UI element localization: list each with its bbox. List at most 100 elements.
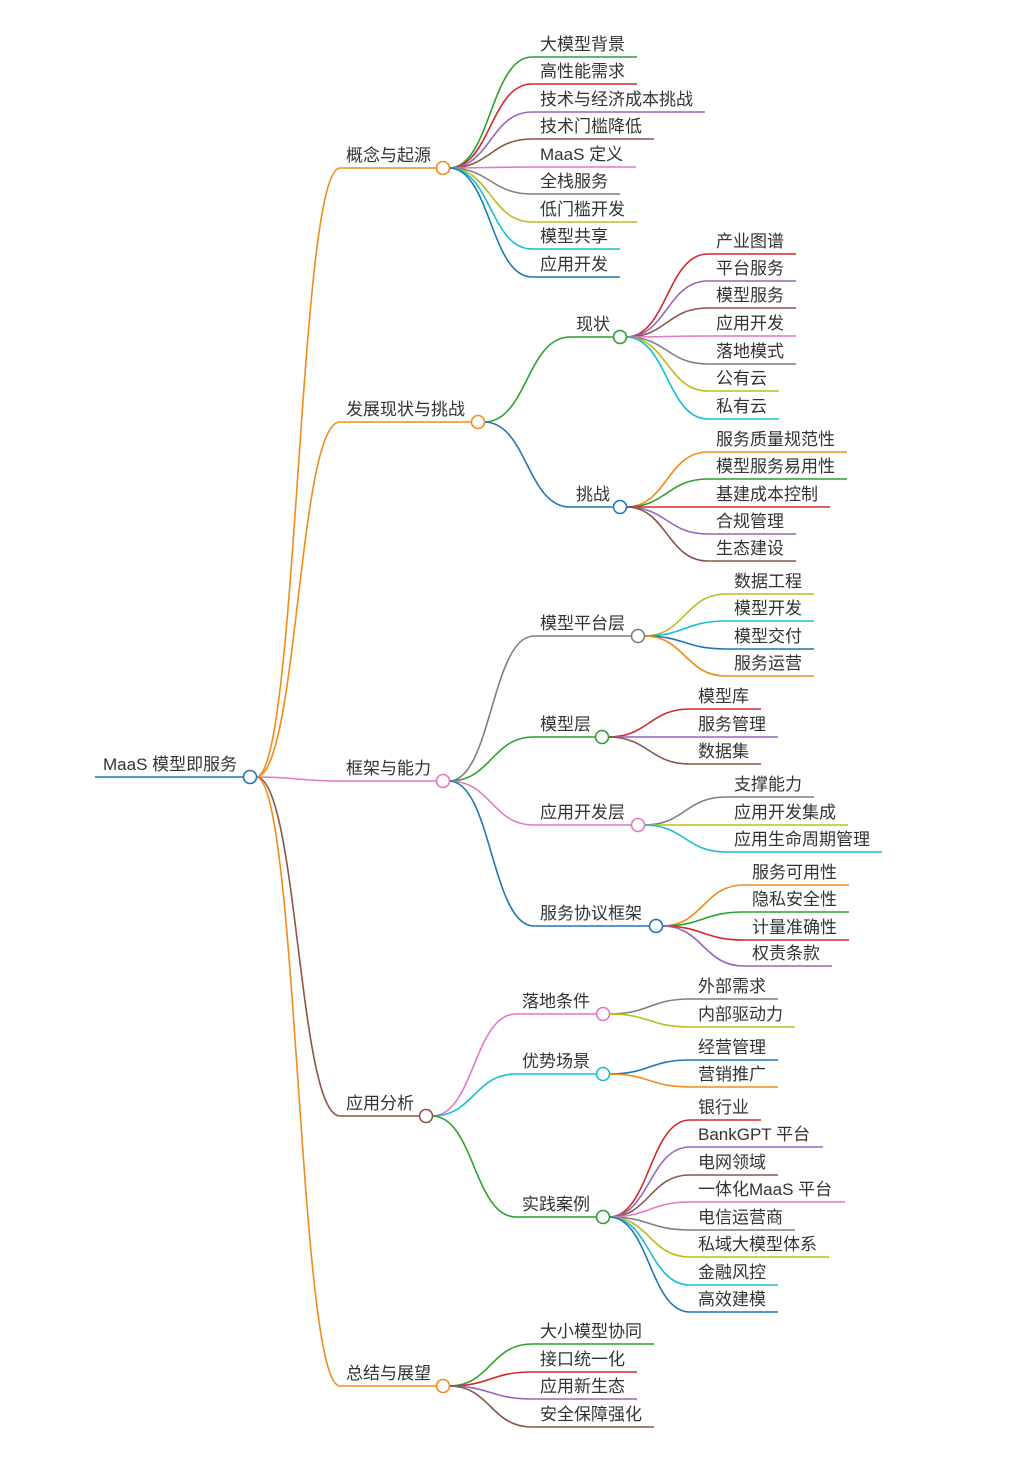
collapse-toggle-3-2[interactable] — [595, 1209, 611, 1225]
connector-l2-3-0 — [431, 1013, 517, 1117]
connector-leaf-3-2-7 — [608, 1216, 691, 1313]
leaf-4-1[interactable]: 接口统一化 — [540, 1350, 625, 1369]
connector-leaf-1-0-1 — [625, 280, 709, 338]
connector-leaf-0-0 — [448, 56, 533, 169]
leaf-0-0[interactable]: 大模型背景 — [540, 35, 625, 54]
branch-0[interactable]: 概念与起源 — [346, 146, 431, 165]
leaf-2-2-1[interactable]: 应用开发集成 — [734, 803, 836, 822]
leaf-1-0-3[interactable]: 应用开发 — [716, 314, 784, 333]
connector-leaf-4-3 — [448, 1385, 533, 1428]
sub-branch-3-2[interactable]: 实践案例 — [522, 1195, 590, 1214]
collapse-toggle-3-1[interactable] — [595, 1066, 611, 1082]
leaf-0-2[interactable]: 技术与经济成本挑战 — [540, 90, 693, 109]
leaf-3-2-6[interactable]: 金融风控 — [698, 1263, 766, 1282]
leaf-3-1-0[interactable]: 经营管理 — [698, 1038, 766, 1057]
collapse-toggle-1-1[interactable] — [612, 499, 628, 515]
leaf-1-0-4[interactable]: 落地模式 — [716, 342, 784, 361]
leaf-2-2-2[interactable]: 应用生命周期管理 — [734, 830, 870, 849]
connector-leaf-1-1-4 — [625, 506, 709, 562]
connector-leaf-3-2-2 — [608, 1174, 691, 1218]
connector-leaf-1-1-0 — [625, 451, 709, 508]
connector-leaf-1-0-6 — [625, 336, 709, 420]
collapse-toggle-1-0[interactable] — [612, 329, 628, 345]
sub-branch-3-0[interactable]: 落地条件 — [522, 992, 590, 1011]
leaf-3-0-1[interactable]: 内部驱动力 — [698, 1005, 783, 1024]
branch-4[interactable]: 总结与展望 — [346, 1364, 431, 1383]
leaf-3-2-4[interactable]: 电信运营商 — [698, 1208, 783, 1227]
leaf-3-0-0[interactable]: 外部需求 — [698, 977, 766, 996]
leaf-0-4[interactable]: MaaS 定义 — [540, 145, 624, 164]
leaf-0-3[interactable]: 技术门槛降低 — [540, 117, 642, 136]
connector-leaf-1-0-5 — [625, 336, 709, 392]
leaf-1-1-2[interactable]: 基建成本控制 — [716, 485, 818, 504]
leaf-3-2-0[interactable]: 银行业 — [698, 1098, 749, 1117]
sub-branch-2-2[interactable]: 应用开发层 — [540, 803, 625, 822]
leaf-2-0-3[interactable]: 服务运营 — [734, 654, 802, 673]
leaf-1-0-6[interactable]: 私有云 — [716, 397, 767, 416]
connector-leaf-1-0-2 — [625, 307, 709, 338]
leaf-1-1-3[interactable]: 合规管理 — [716, 512, 784, 531]
collapse-toggle-4[interactable] — [435, 1378, 451, 1394]
leaf-0-5[interactable]: 全栈服务 — [540, 172, 608, 191]
root-node[interactable]: MaaS 模型即服务 — [103, 755, 238, 774]
collapse-toggle-root[interactable] — [242, 769, 258, 785]
connector-leaf-2-2-2 — [643, 824, 727, 853]
leaf-0-1[interactable]: 高性能需求 — [540, 62, 625, 81]
collapse-toggle-2-2[interactable] — [630, 817, 646, 833]
connector-leaf-1-0-0 — [625, 253, 709, 338]
collapse-toggle-3[interactable] — [418, 1108, 434, 1124]
sub-branch-2-3[interactable]: 服务协议框架 — [540, 904, 642, 923]
collapse-toggle-1[interactable] — [470, 414, 486, 430]
leaf-2-3-3[interactable]: 权责条款 — [752, 944, 820, 963]
connector-l1-1 — [255, 421, 341, 778]
branch-2[interactable]: 框架与能力 — [346, 759, 431, 778]
leaf-1-0-0[interactable]: 产业图谱 — [716, 232, 784, 251]
sub-branch-1-1[interactable]: 挑战 — [576, 485, 610, 504]
connector-leaf-2-3-0 — [661, 884, 745, 927]
leaf-2-1-1[interactable]: 服务管理 — [698, 715, 766, 734]
leaf-1-1-0[interactable]: 服务质量规范性 — [716, 430, 835, 449]
sub-branch-1-0[interactable]: 现状 — [576, 315, 610, 334]
leaf-1-0-5[interactable]: 公有云 — [716, 369, 767, 388]
connector-l1-4 — [255, 776, 341, 1387]
leaf-2-0-0[interactable]: 数据工程 — [734, 572, 802, 591]
connector-leaf-4-0 — [448, 1343, 533, 1387]
collapse-toggle-2-0[interactable] — [630, 628, 646, 644]
leaf-3-2-7[interactable]: 高效建模 — [698, 1290, 766, 1309]
leaf-2-3-1[interactable]: 隐私安全性 — [752, 890, 837, 909]
leaf-3-1-1[interactable]: 营销推广 — [698, 1065, 766, 1084]
leaf-0-6[interactable]: 低门槛开发 — [540, 200, 625, 219]
leaf-2-3-2[interactable]: 计量准确性 — [752, 918, 837, 937]
leaf-0-7[interactable]: 模型共享 — [540, 227, 608, 246]
collapse-toggle-2-3[interactable] — [648, 918, 664, 934]
leaf-1-1-1[interactable]: 模型服务易用性 — [716, 457, 835, 476]
leaf-2-0-1[interactable]: 模型开发 — [734, 599, 802, 618]
sub-branch-2-0[interactable]: 模型平台层 — [540, 614, 625, 633]
branch-3[interactable]: 应用分析 — [346, 1094, 414, 1113]
collapse-toggle-0[interactable] — [435, 160, 451, 176]
leaf-2-1-2[interactable]: 数据集 — [698, 742, 749, 761]
leaf-3-2-5[interactable]: 私域大模型体系 — [698, 1235, 817, 1254]
leaf-1-0-2[interactable]: 模型服务 — [716, 286, 784, 305]
leaf-2-0-2[interactable]: 模型交付 — [734, 627, 802, 646]
sub-branch-2-1[interactable]: 模型层 — [540, 715, 591, 734]
leaf-4-0[interactable]: 大小模型协同 — [540, 1322, 642, 1341]
leaf-1-0-1[interactable]: 平台服务 — [716, 259, 784, 278]
leaf-2-1-0[interactable]: 模型库 — [698, 687, 749, 706]
sub-branch-3-1[interactable]: 优势场景 — [522, 1052, 590, 1071]
leaf-2-2-0[interactable]: 支撑能力 — [734, 775, 802, 794]
leaf-3-2-2[interactable]: 电网领域 — [698, 1153, 766, 1172]
leaf-1-1-4[interactable]: 生态建设 — [716, 539, 784, 558]
connector-leaf-0-8 — [448, 167, 533, 278]
leaf-2-3-0[interactable]: 服务可用性 — [752, 863, 837, 882]
collapse-toggle-2-1[interactable] — [594, 729, 610, 745]
leaf-3-2-3[interactable]: 一体化MaaS 平台 — [698, 1180, 833, 1199]
leaf-4-2[interactable]: 应用新生态 — [540, 1377, 625, 1396]
collapse-toggle-2[interactable] — [435, 773, 451, 789]
leaf-0-8[interactable]: 应用开发 — [540, 255, 608, 274]
branch-1[interactable]: 发展现状与挑战 — [346, 400, 465, 419]
leaf-4-3[interactable]: 安全保障强化 — [540, 1405, 642, 1424]
leaf-3-2-1[interactable]: BankGPT 平台 — [698, 1125, 811, 1144]
connector-l2-3-2 — [431, 1115, 517, 1218]
collapse-toggle-3-0[interactable] — [595, 1006, 611, 1022]
